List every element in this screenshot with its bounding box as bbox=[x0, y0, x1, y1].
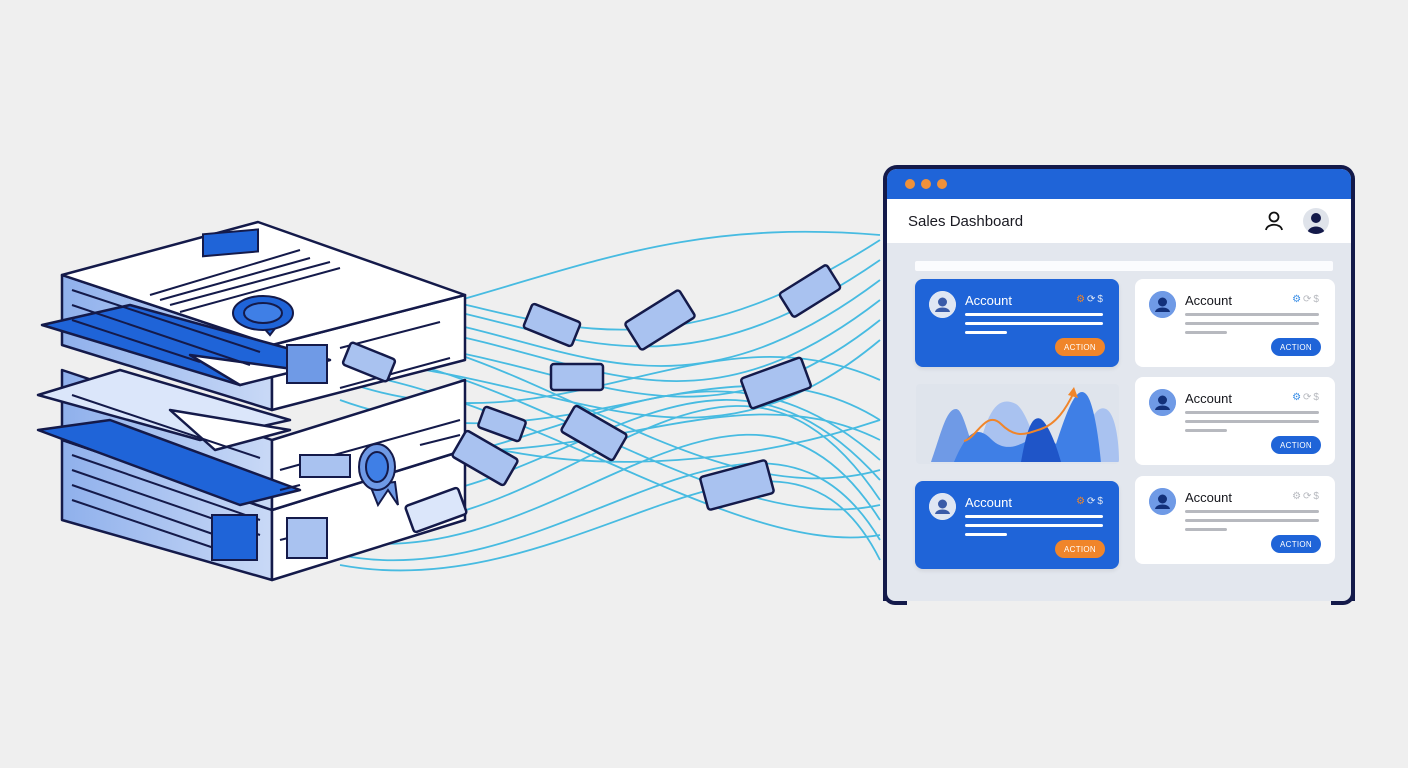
card-title: Account bbox=[1185, 293, 1232, 308]
text-block bbox=[299, 454, 351, 478]
trend-arrow-icon bbox=[1068, 387, 1078, 398]
account-card[interactable]: Account ⚙⟳$ ACTION bbox=[1135, 279, 1335, 367]
area-chart bbox=[931, 387, 1119, 462]
account-card[interactable]: Account ⚙⟳$ ACTION bbox=[915, 481, 1119, 569]
document-lines bbox=[71, 249, 461, 551]
text-line bbox=[1185, 322, 1319, 325]
card-title: Account bbox=[1185, 391, 1232, 406]
text-line bbox=[1185, 420, 1319, 423]
text-line bbox=[1185, 429, 1227, 432]
window-titlebar bbox=[887, 169, 1351, 199]
avatar[interactable] bbox=[1303, 208, 1329, 234]
avatar-icon bbox=[1149, 291, 1176, 318]
card-action-icons[interactable]: ⚙⟳$ bbox=[1292, 491, 1321, 502]
avatar-icon bbox=[929, 493, 956, 520]
text-line bbox=[965, 331, 1007, 334]
search-bar[interactable] bbox=[915, 261, 1333, 271]
trend-chart bbox=[916, 384, 1119, 464]
text-line bbox=[965, 322, 1103, 325]
header-block bbox=[202, 228, 259, 258]
text-line bbox=[965, 533, 1007, 536]
account-card[interactable]: Account ⚙⟳$ ACTION bbox=[915, 279, 1119, 367]
action-button[interactable]: ACTION bbox=[1271, 338, 1321, 356]
text-line bbox=[965, 524, 1103, 527]
text-line bbox=[1185, 528, 1227, 531]
window-dot-close[interactable] bbox=[905, 179, 915, 189]
seal-icon bbox=[232, 295, 294, 337]
text-line bbox=[1185, 411, 1319, 414]
action-button[interactable]: ACTION bbox=[1055, 338, 1105, 356]
window-corner bbox=[1331, 581, 1355, 605]
card-title: Account bbox=[1185, 490, 1232, 505]
action-button[interactable]: ACTION bbox=[1055, 540, 1105, 558]
flying-data-cards bbox=[341, 264, 842, 534]
text-line bbox=[965, 515, 1103, 518]
window-dot-maximize[interactable] bbox=[937, 179, 947, 189]
card-action-icons[interactable]: ⚙⟳$ bbox=[1292, 392, 1321, 403]
photo-block bbox=[286, 517, 328, 559]
app-header: Sales Dashboard bbox=[887, 199, 1351, 243]
photo-block bbox=[211, 514, 258, 561]
text-line bbox=[965, 313, 1103, 316]
window-dot-minimize[interactable] bbox=[921, 179, 931, 189]
avatar-icon bbox=[929, 291, 956, 318]
text-line bbox=[1185, 510, 1319, 513]
text-line bbox=[1185, 519, 1319, 522]
user-icon[interactable] bbox=[1263, 210, 1285, 232]
card-title: Account bbox=[965, 495, 1012, 510]
avatar-icon bbox=[1149, 488, 1176, 515]
page-title: Sales Dashboard bbox=[908, 212, 1024, 230]
text-line bbox=[1185, 313, 1319, 316]
action-button[interactable]: ACTION bbox=[1271, 436, 1321, 454]
photo-block bbox=[286, 344, 328, 384]
seal-icon bbox=[358, 443, 399, 508]
card-action-icons[interactable]: ⚙⟳$ bbox=[1076, 294, 1105, 305]
text-line bbox=[1185, 331, 1227, 334]
avatar-icon bbox=[1149, 389, 1176, 416]
card-action-icons[interactable]: ⚙⟳$ bbox=[1292, 294, 1321, 305]
account-card[interactable]: Account ⚙⟳$ ACTION bbox=[1135, 476, 1335, 564]
card-action-icons[interactable]: ⚙⟳$ bbox=[1076, 496, 1105, 507]
account-card[interactable]: Account ⚙⟳$ ACTION bbox=[1135, 377, 1335, 465]
window-corner bbox=[883, 581, 907, 605]
action-button[interactable]: ACTION bbox=[1271, 535, 1321, 553]
dashboard-window: Sales Dashboard Account ⚙⟳$ ACTION Accou… bbox=[883, 165, 1355, 605]
card-title: Account bbox=[965, 293, 1012, 308]
